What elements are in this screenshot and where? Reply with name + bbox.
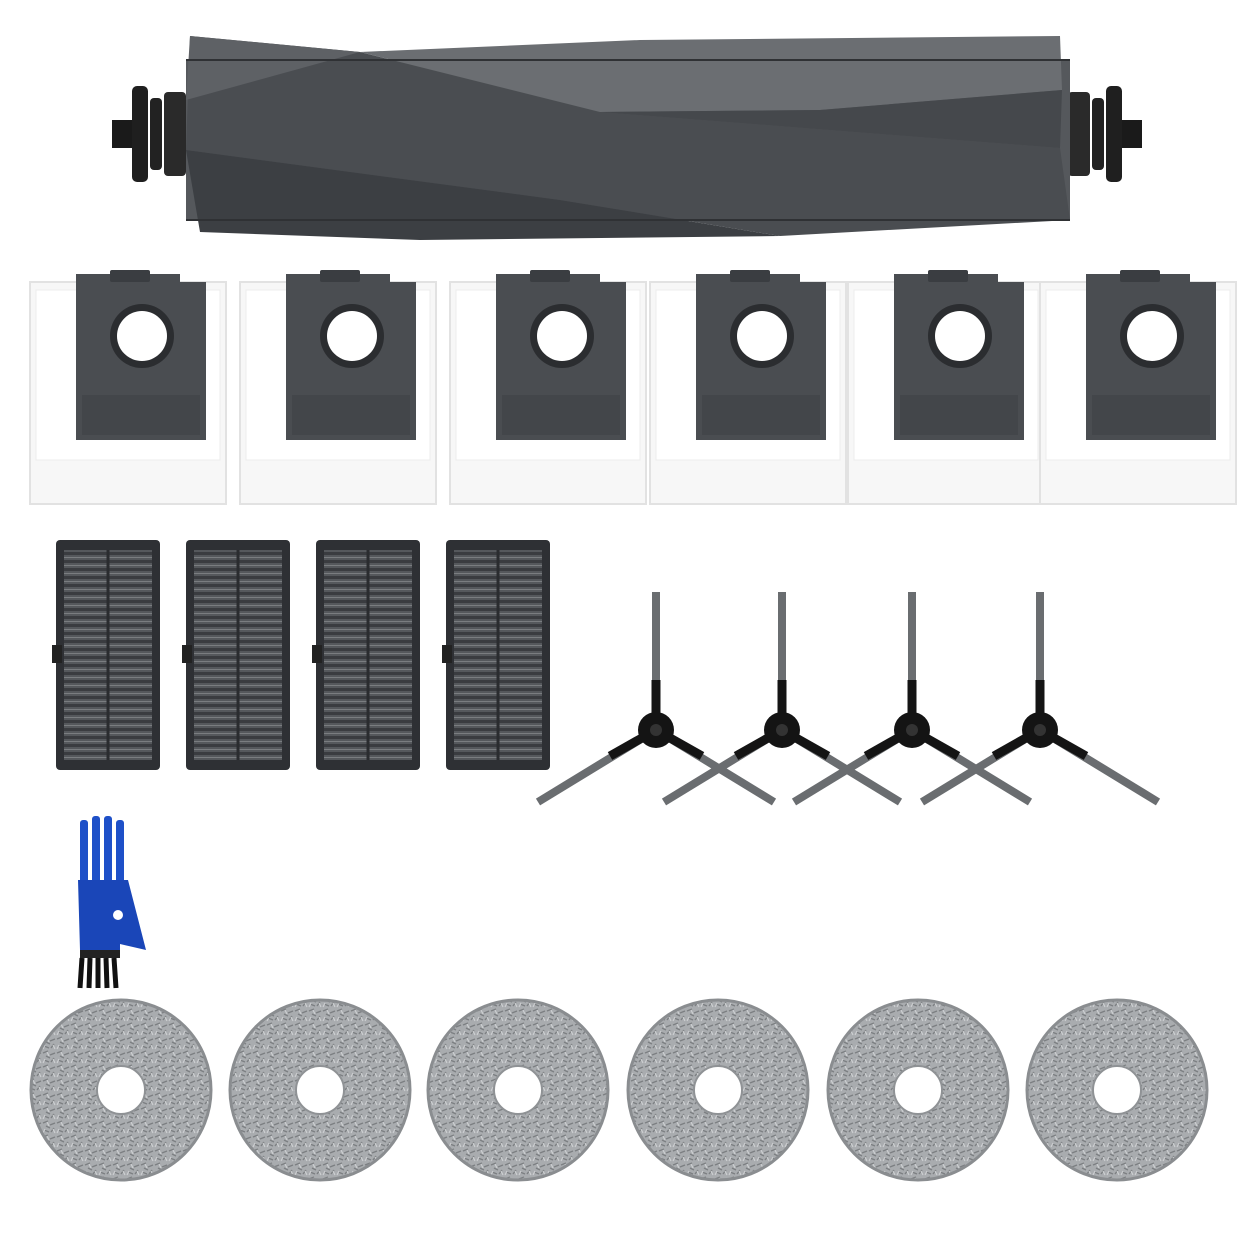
hepa-filter xyxy=(312,540,420,770)
hepa-filter-row xyxy=(52,540,550,770)
cleaning-tool xyxy=(77,816,146,989)
mop-pad xyxy=(29,998,213,1182)
dust-bag xyxy=(1039,270,1237,505)
dust-bag xyxy=(847,270,1045,505)
mop-pad xyxy=(1025,998,1209,1182)
side-brush-row xyxy=(535,592,1161,806)
hepa-filter xyxy=(182,540,290,770)
roller-right-cap xyxy=(1068,86,1142,182)
mop-pad xyxy=(826,998,1010,1182)
side-brush xyxy=(661,592,903,806)
mop-pad xyxy=(426,998,610,1182)
hepa-filter xyxy=(52,540,160,770)
roller-left-cap xyxy=(112,86,186,182)
side-brush xyxy=(791,592,1033,806)
hepa-filter xyxy=(442,540,550,770)
mop-pad-row xyxy=(29,998,1209,1182)
dust-bag xyxy=(649,270,847,505)
mop-pad xyxy=(626,998,810,1182)
main-roller-brush xyxy=(112,36,1142,240)
dust-bag xyxy=(239,270,437,505)
side-brush xyxy=(535,592,777,806)
side-brush xyxy=(919,592,1161,806)
dust-bag xyxy=(449,270,647,505)
dust-bag xyxy=(29,270,227,505)
mop-pad xyxy=(228,998,412,1182)
dust-bag-row xyxy=(29,270,1237,505)
